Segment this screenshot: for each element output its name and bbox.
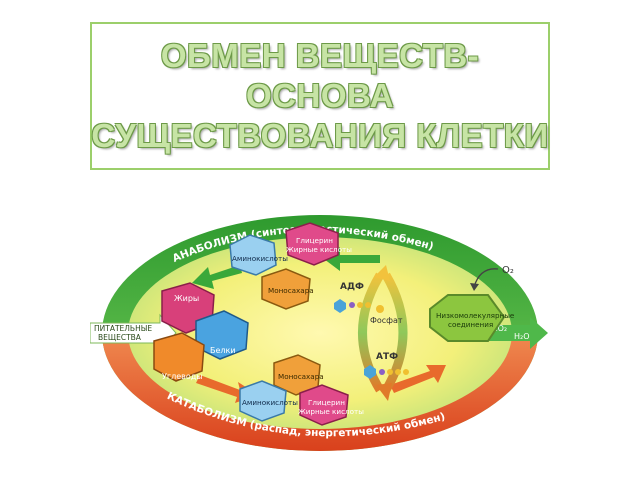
top-glycerin-label-1: Глицерин [296,236,333,245]
proteins-label: Белки [210,346,236,355]
low-molecular-label-1: Низкомолекулярные [436,311,515,320]
title-box: ОБМЕН ВЕЩЕСТВ- ОСНОВА СУЩЕСТВОВАНИЯ КЛЕТ… [90,22,550,170]
title-line-2: ОСНОВА [245,77,395,114]
top-glycerin-hexagon [285,222,339,266]
phosphate-dot [376,305,384,313]
top-amino-label: Аминокислоты [232,254,288,263]
nutrients-label-2: ВЕЩЕСТВА [98,333,142,342]
bottom-amino-hexagon [239,380,287,422]
bottom-glycerin-hexagon [299,384,349,426]
atp-cycle-head-top [374,265,390,281]
fats-label: Жиры [174,294,199,303]
carbs-label: Углеводы [162,372,203,381]
h2o-label: H₂O [514,332,530,341]
low-molecular-label-2: соединения [448,320,493,329]
atp-cycle-head-bottom [376,383,392,401]
bottom-glycerin-label-1: Глицерин [308,398,345,407]
top-mono-label: Моносахара [268,286,314,295]
adp-label: АДФ [340,282,364,292]
phosphate-label: Фосфат [370,316,403,325]
title-line-1: ОБМЕН ВЕЩЕСТВ- [160,37,480,74]
atp-cycle-left [358,272,384,393]
top-mono-hexagon [261,268,311,310]
top-amino-hexagon [229,234,277,276]
oxygen-arrowhead [470,283,479,291]
adp-molecule [334,299,371,313]
title-line-3: СУЩЕСТВОВАНИЯ КЛЕТКИ [91,117,549,154]
top-glycerin-label-2: Жирные кислоты [286,245,352,254]
carbs-hexagon [153,332,205,382]
bottom-amino-label: Аминокислоты [242,398,298,407]
bottom-glycerin-label-2: Жирные кислоты [298,407,364,416]
catabolism-flow-arrow-2 [390,365,446,393]
nutrients-label-1: ПИТАТЕЛЬНЫЕ [94,324,152,333]
oxygen-label: O₂ [502,265,514,276]
co2-label: CO₂ [492,324,507,333]
low-molecular-hexagon [429,294,506,342]
atp-molecule [364,365,409,379]
atp-label: АТФ [376,352,398,362]
atp-cycle-right [382,272,408,393]
anabolism-flow-arrow-2 [192,265,242,289]
bottom-mono-label: Моносахара [278,372,324,381]
metabolism-diagram: АНАБОЛИЗМ (синтез, пластический обмен) К… [90,215,548,451]
